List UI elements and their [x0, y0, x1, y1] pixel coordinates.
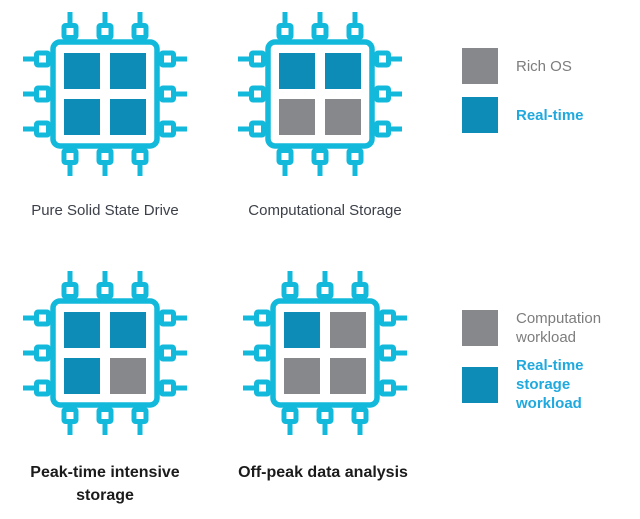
computation-workload-swatch-icon — [462, 310, 498, 346]
legend-workload-types: Computation workload Real-time storage w… — [462, 309, 640, 413]
core-top-left — [64, 312, 100, 348]
core-bottom-right — [110, 358, 146, 394]
chip-pure-solid-state-drive — [20, 9, 190, 179]
core-bottom-left — [64, 99, 100, 135]
chip-icon — [240, 268, 410, 438]
legend-item-real-time-storage-workload: Real-time storage workload — [462, 356, 640, 413]
core-bottom-left — [279, 99, 315, 135]
core-bottom-right — [330, 358, 366, 394]
legend-os-types: Rich OS Real-time — [462, 48, 584, 133]
core-bottom-right — [325, 99, 361, 135]
chip-peak-time-intensive-storage — [20, 268, 190, 438]
chip-label-off-peak-data-analysis: Off-peak data analysis — [238, 464, 408, 481]
chip-label-pure-solid-state-drive: Pure Solid State Drive — [31, 202, 179, 219]
core-bottom-left — [284, 358, 320, 394]
chip-computational-storage — [235, 9, 405, 179]
core-bottom-right — [110, 99, 146, 135]
legend-label-rich-os: Rich OS — [516, 57, 572, 75]
legend-label-real-time: Real-time — [516, 106, 584, 124]
core-top-left — [64, 53, 100, 89]
core-top-right — [110, 53, 146, 89]
chip-icon — [20, 9, 190, 179]
core-top-right — [325, 53, 361, 89]
core-bottom-left — [64, 358, 100, 394]
legend-item-real-time: Real-time — [462, 97, 584, 133]
chip-label-computational-storage: Computational Storage — [248, 202, 402, 219]
chip-label-peak-time-intensive-storage: Peak-time intensive storage — [30, 464, 180, 504]
legend-item-rich-os: Rich OS — [462, 48, 584, 84]
real-time-storage-workload-swatch-icon — [462, 366, 498, 403]
chip-icon — [20, 268, 190, 438]
core-top-left — [284, 312, 320, 348]
rich-os-swatch-icon — [462, 48, 498, 84]
real-time-swatch-icon — [462, 97, 498, 133]
legend-item-computation-workload: Computation workload — [462, 309, 640, 347]
core-top-right — [110, 312, 146, 348]
chip-icon — [235, 9, 405, 179]
legend-label-computation-workload: Computation workload — [516, 310, 602, 346]
core-top-right — [330, 312, 366, 348]
chip-off-peak-data-analysis — [240, 268, 410, 438]
legend-label-real-time-storage-workload: Real-time storage workload — [516, 357, 584, 412]
core-top-left — [279, 53, 315, 89]
